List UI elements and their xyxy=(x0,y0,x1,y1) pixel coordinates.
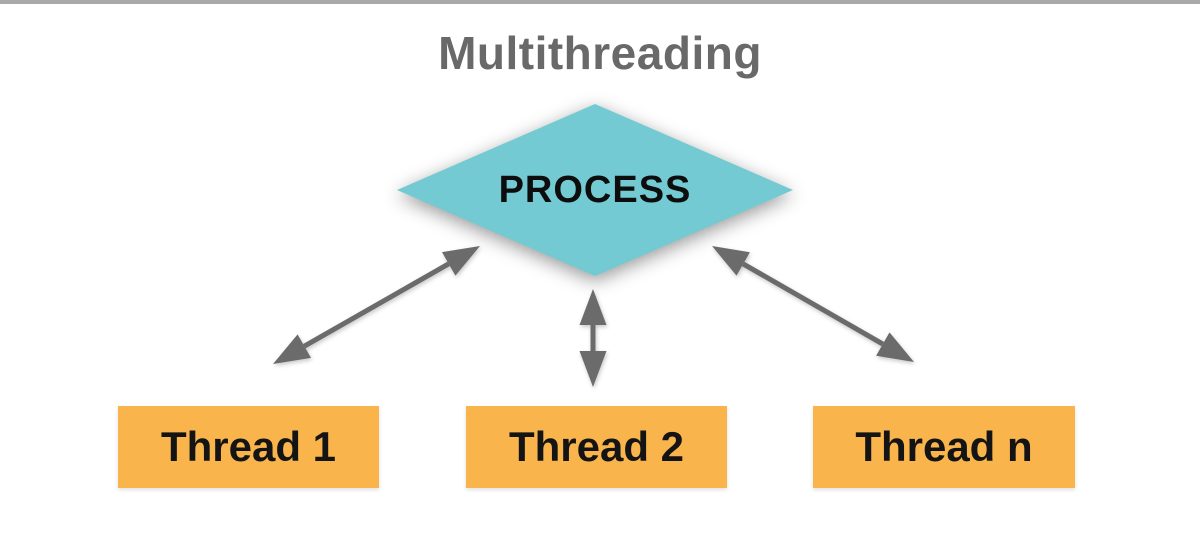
diagram-title: Multithreading xyxy=(438,27,762,79)
double-arrow-process-thread1 xyxy=(273,246,480,364)
arrowhead-icon xyxy=(273,334,311,364)
arrowhead-icon xyxy=(712,246,750,276)
process-diamond xyxy=(397,104,793,276)
arrow-shaft xyxy=(303,261,450,349)
arrowhead-icon xyxy=(442,246,480,276)
thread-box-1: Thread 1 xyxy=(118,406,379,488)
thread-box-2: Thread 2 xyxy=(466,406,727,488)
process-label: PROCESS xyxy=(498,168,692,211)
top-border-bar xyxy=(0,0,1200,4)
arrow-shaft xyxy=(741,261,885,347)
arrowhead-icon xyxy=(579,289,607,325)
double-arrow-process-thread2 xyxy=(579,289,607,387)
double-arrow-process-threadn xyxy=(712,246,914,362)
thread-box-n: Thread n xyxy=(813,406,1075,488)
arrowhead-icon xyxy=(579,351,607,387)
arrowhead-icon xyxy=(876,332,914,362)
